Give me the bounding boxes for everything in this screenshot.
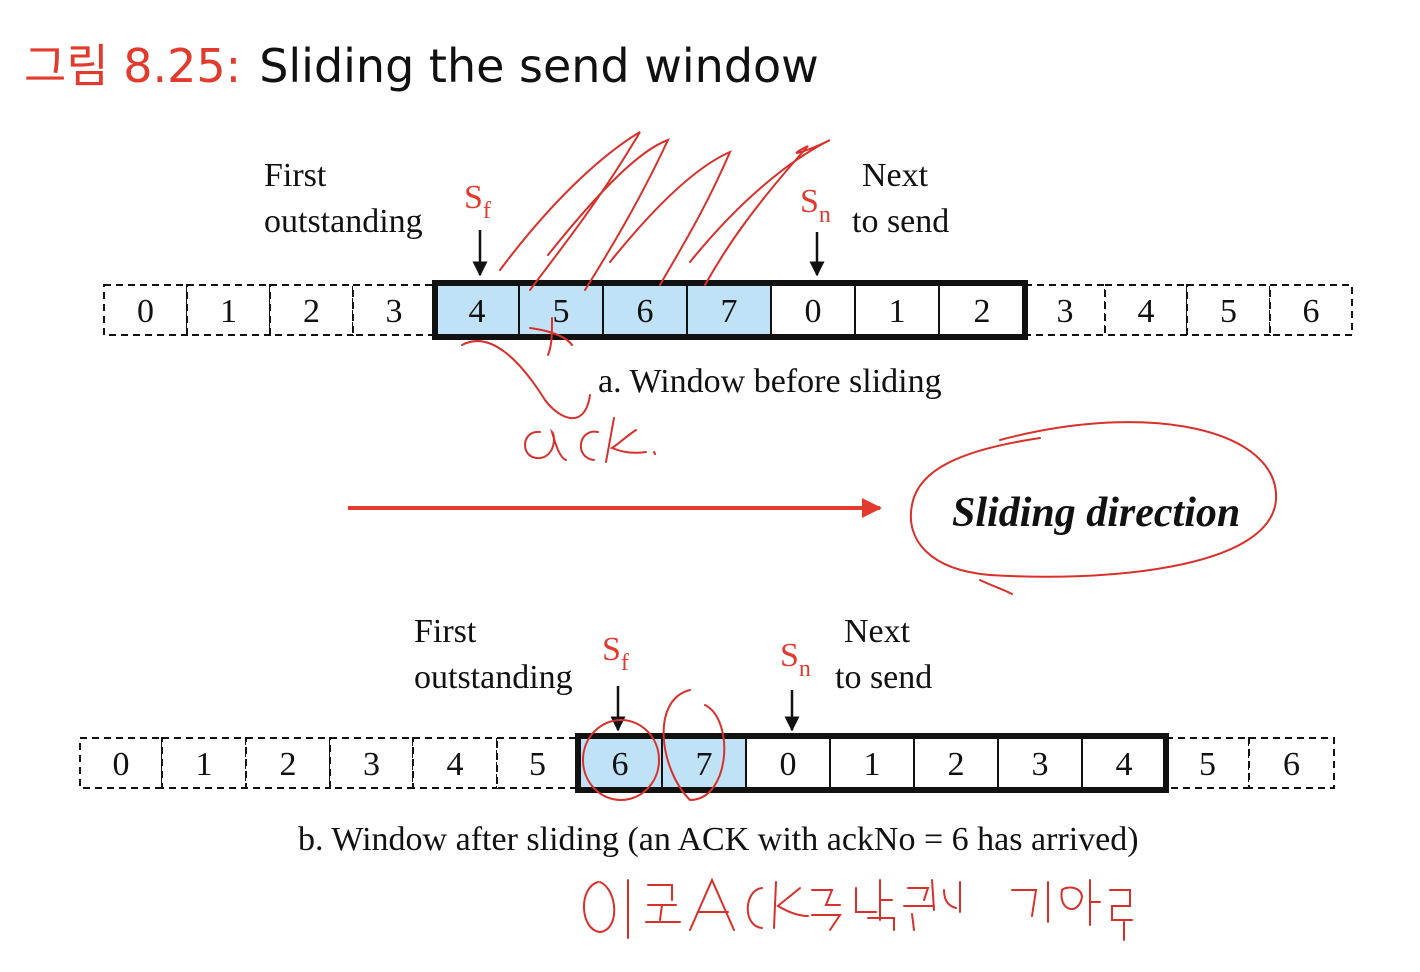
sequence-number-a: 1 bbox=[889, 293, 906, 330]
sequence-number-b: 0 bbox=[113, 746, 130, 783]
direction-ellipse bbox=[909, 421, 1278, 578]
next-to-send-label-b-line2: to send bbox=[835, 659, 932, 696]
sequence-number-a: 6 bbox=[637, 293, 654, 330]
direction-ellipse-tail bbox=[979, 579, 1013, 595]
ack-letter-a bbox=[524, 430, 567, 461]
scribble-4 bbox=[689, 139, 831, 286]
korean-scribble-3 bbox=[811, 889, 842, 931]
figure-title-text: Sliding the send window bbox=[259, 39, 819, 93]
sequence-cell-b bbox=[79, 737, 163, 789]
sequence-number-a: 6 bbox=[1303, 293, 1320, 330]
sequence-number-a: 0 bbox=[805, 293, 822, 330]
window-before-sliding: 0 1 2 3 4 5 6 7 0 1 2 3 4 5 6 bbox=[103, 280, 1353, 340]
first-outstanding-label-b-line1: First bbox=[414, 613, 477, 650]
korean-scribble-5 bbox=[903, 879, 961, 931]
send-window-border-b bbox=[575, 733, 1169, 793]
circle-around-7 bbox=[662, 689, 726, 802]
sequence-number-a: 4 bbox=[469, 293, 486, 330]
sequence-number-b: 5 bbox=[529, 746, 546, 783]
sequence-number-b: 2 bbox=[280, 746, 297, 783]
sequence-number-b: 0 bbox=[780, 746, 797, 783]
figure-title: 그림 8.25: Sliding the send window bbox=[24, 36, 819, 96]
sequence-cell-a bbox=[1269, 284, 1353, 336]
sequence-cell-b bbox=[496, 737, 579, 789]
sequence-cell-b bbox=[913, 737, 999, 789]
scribble-2 bbox=[547, 138, 670, 291]
send-window-border-a bbox=[432, 280, 1028, 340]
sequence-number-a: 7 bbox=[721, 293, 738, 330]
ack-cross bbox=[529, 317, 573, 356]
sn-pointer-label-b: Sn bbox=[780, 637, 811, 682]
sequence-cell-b bbox=[412, 737, 498, 789]
first-outstanding-label-a-line2: outstanding bbox=[264, 203, 423, 240]
korean-scribble-7 bbox=[1060, 879, 1101, 926]
sf-pointer-label-b: Sf bbox=[602, 631, 629, 676]
sequence-number-a: 5 bbox=[1220, 293, 1237, 330]
sliding-direction-label: Sliding direction bbox=[952, 490, 1240, 536]
caption-b: b. Window after sliding (an ACK with ack… bbox=[298, 821, 1139, 858]
figure-number: 그림 8.25: bbox=[24, 39, 242, 93]
first-outstanding-label-a-line1: First bbox=[264, 157, 327, 194]
korean-scribble-2 bbox=[645, 884, 681, 923]
korean-scribble-8 bbox=[1109, 889, 1133, 941]
caption-a: a. Window before sliding bbox=[598, 363, 942, 400]
sequence-number-b: 7 bbox=[696, 746, 713, 783]
sequence-cell-b bbox=[161, 737, 247, 789]
korean-scribble-4 bbox=[855, 879, 895, 931]
korean-scribble-K bbox=[773, 881, 809, 929]
sequence-number-a: 0 bbox=[137, 293, 154, 330]
sequence-number-a: 4 bbox=[1138, 293, 1155, 330]
sequence-cell-b bbox=[1248, 737, 1335, 789]
korean-scribble-1 bbox=[583, 879, 629, 939]
sequence-number-a: 5 bbox=[553, 293, 570, 330]
circle-around-6 bbox=[582, 719, 660, 801]
handwritten-annotations bbox=[461, 131, 1278, 941]
sequence-number-b: 1 bbox=[196, 746, 213, 783]
sequence-cell-a bbox=[770, 284, 856, 336]
scribble-3 bbox=[609, 150, 732, 286]
sequence-cell-b bbox=[1165, 737, 1250, 789]
sequence-cell-a bbox=[1104, 284, 1188, 336]
korean-scribble-6 bbox=[1011, 881, 1049, 923]
sequence-number-b: 3 bbox=[363, 746, 380, 783]
sequence-number-a: 2 bbox=[974, 293, 991, 330]
sequence-number-b: 3 bbox=[1032, 746, 1049, 783]
next-to-send-label-b-line1: Next bbox=[844, 613, 911, 650]
ack-hook bbox=[461, 340, 591, 420]
korean-scribble-C bbox=[746, 887, 763, 929]
ack-letter-c bbox=[579, 430, 599, 461]
sequence-number-b: 6 bbox=[1283, 746, 1300, 783]
sequence-number-b: 2 bbox=[948, 746, 965, 783]
sequence-cell-a bbox=[103, 284, 188, 336]
sequence-number-a: 1 bbox=[220, 293, 237, 330]
next-to-send-label-a-line1: Next bbox=[862, 157, 929, 194]
sequence-number-b: 6 bbox=[612, 746, 629, 783]
scribble-1 bbox=[499, 131, 641, 291]
sn-pointer-label-a: Sn bbox=[800, 183, 831, 228]
window-after-sliding: 0 1 2 3 4 5 6 7 0 1 2 3 4 5 6 bbox=[79, 733, 1335, 793]
sf-pointer-label-a: Sf bbox=[464, 179, 491, 224]
first-outstanding-label-b-line2: outstanding bbox=[414, 659, 573, 696]
sequence-number-b: 1 bbox=[864, 746, 881, 783]
next-to-send-label-a-line2: to send bbox=[852, 203, 949, 240]
ack-letter-k bbox=[605, 417, 656, 463]
sequence-number-b: 5 bbox=[1199, 746, 1216, 783]
sequence-number-a: 2 bbox=[303, 293, 320, 330]
sequence-number-a: 3 bbox=[386, 293, 403, 330]
sequence-cell-a bbox=[686, 284, 772, 336]
sequence-cell-b bbox=[329, 737, 414, 789]
sequence-cell-a bbox=[352, 284, 436, 336]
sequence-number-b: 4 bbox=[447, 746, 464, 783]
sequence-number-a: 3 bbox=[1057, 293, 1074, 330]
korean-scribble-A bbox=[689, 877, 735, 931]
sequence-number-b: 4 bbox=[1116, 746, 1133, 783]
sequence-cell-a bbox=[854, 284, 940, 336]
